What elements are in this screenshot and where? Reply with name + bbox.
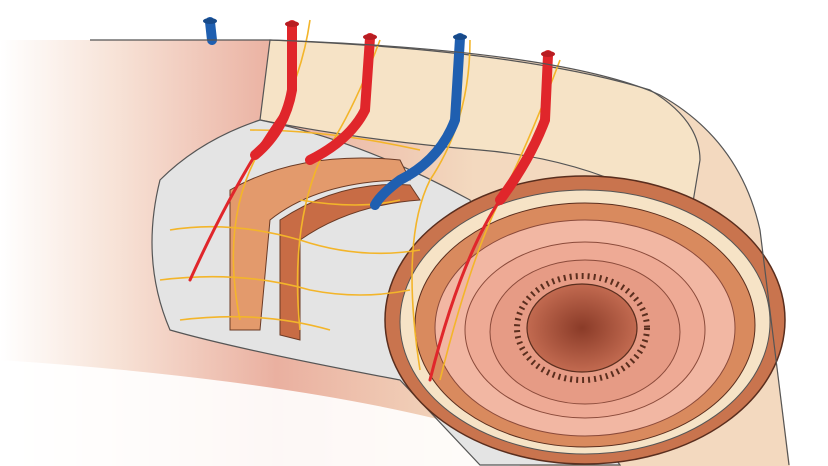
lumen	[526, 283, 638, 373]
villi-ring	[514, 273, 650, 383]
artery-caps	[285, 21, 555, 57]
muscle-segment-2	[279, 183, 421, 341]
vein-caps	[203, 18, 467, 40]
veins	[205, 17, 465, 210]
arteries	[188, 20, 553, 382]
tube-outline	[90, 39, 790, 466]
bottom-fade	[0, 360, 520, 466]
cross-section	[384, 175, 786, 465]
